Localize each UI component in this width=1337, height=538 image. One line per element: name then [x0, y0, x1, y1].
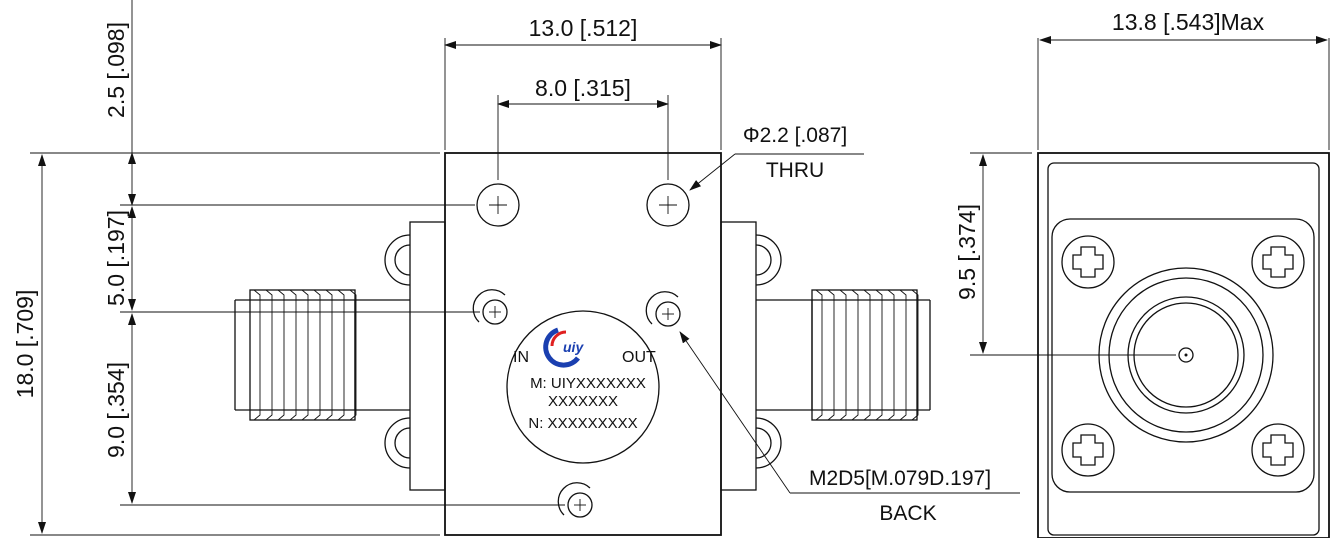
dim-side-width: 13.8 [.543]Max — [1112, 9, 1265, 35]
thread-line — [265, 289, 273, 421]
thread-line — [875, 289, 883, 421]
threaded-hole-bottom — [557, 482, 593, 518]
side-body — [1037, 152, 1330, 538]
dim-hole-pitch-2: 9.0 [.354] — [103, 362, 129, 458]
thread-line — [301, 289, 309, 421]
thread-line — [911, 289, 919, 421]
thread-line — [839, 289, 847, 421]
thru-hole-note: THRU — [766, 159, 824, 182]
port-out-label: OUT — [622, 349, 656, 366]
flange-screw-br — [1251, 423, 1305, 477]
thread-line — [289, 289, 297, 421]
left-flange — [409, 221, 446, 491]
thread-line — [325, 289, 333, 421]
thread-line — [827, 289, 835, 421]
flange-screw-bl — [1061, 423, 1115, 477]
thread-line — [253, 289, 261, 421]
product-label: uiy IN OUT M: UIYXXXXXXX XXXXXXX N: XXXX… — [506, 310, 660, 464]
front-dimensions: 13.0 [.512] 8.0 [.315] 18.0 [.709] 2.5 [… — [12, 0, 1020, 536]
thru-hole-left — [476, 183, 520, 227]
thread-line — [277, 289, 285, 421]
port-in-label: IN — [513, 349, 529, 366]
model-number-cont: XXXXXXX — [548, 393, 618, 410]
dim-hole-spacing: 8.0 [.315] — [535, 75, 631, 101]
left-sma-connector — [234, 289, 410, 421]
thread-line — [863, 289, 871, 421]
thread-line — [887, 289, 895, 421]
thru-hole-right — [646, 183, 690, 227]
back-thread-note: BACK — [879, 502, 936, 525]
thread-line — [851, 289, 859, 421]
thread-line — [313, 289, 321, 421]
front-view: uiy IN OUT M: UIYXXXXXXX XXXXXXX N: XXXX… — [234, 152, 931, 536]
thru-hole-diameter: Φ2.2 [.087] — [743, 124, 847, 147]
dim-height: 18.0 [.709] — [12, 290, 38, 399]
flange-screw-tl — [1061, 235, 1115, 289]
right-flange — [720, 221, 757, 491]
serial-number: N: XXXXXXXXX — [528, 415, 637, 432]
flange-screws — [384, 234, 782, 469]
dim-top-width: 13.0 [.512] — [529, 15, 638, 41]
side-view: 13.8 [.543]Max 9.5 [.374] — [954, 9, 1330, 538]
threaded-hole-left — [472, 289, 508, 325]
dim-center-height: 9.5 [.374] — [954, 204, 980, 300]
dim-hole-pitch-1: 5.0 [.197] — [103, 210, 129, 306]
dim-top-offset: 2.5 [.098] — [103, 22, 129, 118]
thread-line — [899, 289, 907, 421]
callout-thru-hole: Φ2.2 [.087] THRU — [689, 124, 864, 191]
svg-text:uiy: uiy — [563, 339, 584, 355]
isolator-body — [444, 152, 722, 536]
thread-line — [349, 289, 357, 421]
side-body-inner — [1047, 162, 1320, 536]
thread-line — [337, 289, 345, 421]
flange-screw-tr — [1251, 235, 1305, 289]
right-sma-connector — [756, 289, 931, 421]
thread-line — [815, 289, 823, 421]
back-thread-spec: M2D5[M.079D.197] — [809, 467, 991, 490]
callout-back-thread: M2D5[M.079D.197] BACK — [679, 331, 1020, 525]
model-number: M: UIYXXXXXXX — [530, 375, 646, 392]
connector-flange — [1051, 218, 1315, 493]
uiy-logo: uiy — [543, 327, 584, 368]
threaded-hole-right — [645, 291, 681, 327]
